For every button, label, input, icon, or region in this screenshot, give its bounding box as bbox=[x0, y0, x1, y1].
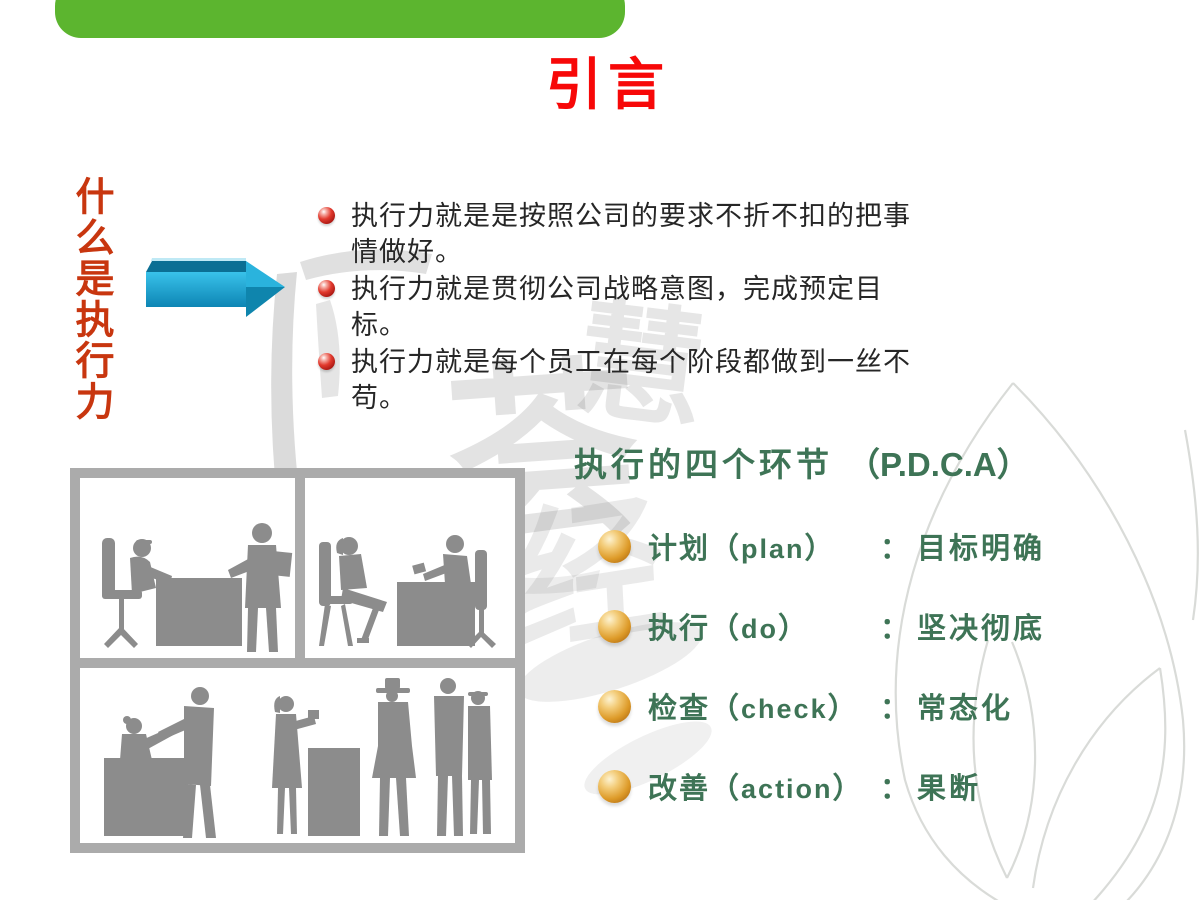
pdca-heading-cn: 执行的四个环节 bbox=[574, 448, 833, 484]
pdca-heading-en: P.D.C.A bbox=[880, 446, 997, 483]
definition-bullet-list: 执行力就是是按照公司的要求不折不扣的把事情做好。 执行力就是贯彻公司战略意图，完… bbox=[318, 198, 958, 417]
silhouette-scene-interview bbox=[319, 535, 496, 648]
section-heading-vertical: 什么是执行力 bbox=[69, 176, 113, 422]
pdca-item-colon: ： bbox=[880, 773, 912, 805]
pdca-item-label: 检查（check） bbox=[648, 693, 859, 725]
right-arrow-icon bbox=[146, 258, 285, 317]
photo-panel-lobby bbox=[80, 668, 515, 843]
bullet-item: 执行力就是每个员工在每个阶段都做到一丝不苟。 bbox=[318, 344, 958, 416]
pdca-heading: 执行的四个环节 （P.D.C.A） bbox=[574, 438, 1030, 486]
pdca-item-desc: 目标明确 bbox=[917, 533, 1046, 565]
pdca-item-label: 计划（plan） bbox=[648, 533, 836, 565]
pdca-item-desc: 常态化 bbox=[917, 693, 1014, 725]
pdca-item-colon: ： bbox=[880, 533, 912, 565]
bullet-text: 执行力就是每个员工在每个阶段都做到一丝不苟。 bbox=[351, 347, 911, 413]
photo-panel-meeting bbox=[80, 478, 295, 658]
bullet-text: 执行力就是贯彻公司战略意图，完成预定目标。 bbox=[351, 274, 883, 340]
page-title: 引言 bbox=[546, 55, 670, 117]
pdca-item-label: 执行（do） bbox=[648, 613, 810, 645]
pdca-list: 计划（plan） ： 目标明确 执行（do） ： 坚决彻底 检查（check） … bbox=[598, 506, 1045, 826]
gold-sphere-bullet-icon bbox=[598, 769, 631, 803]
gold-sphere-bullet-icon bbox=[598, 689, 631, 723]
paren-open: （ bbox=[847, 448, 880, 484]
bullet-item: 执行力就是是按照公司的要求不折不扣的把事情做好。 bbox=[318, 198, 958, 270]
photo-panel-interview bbox=[305, 478, 515, 658]
pdca-item-desc: 坚决彻底 bbox=[917, 613, 1046, 645]
bullet-item: 执行力就是贯彻公司战略意图，完成预定目标。 bbox=[318, 271, 958, 343]
pdca-item-action: 改善（action） ： 果断 bbox=[598, 746, 1045, 826]
gold-sphere-bullet-icon bbox=[598, 529, 631, 563]
red-sphere-bullet-icon bbox=[318, 280, 335, 297]
gold-sphere-bullet-icon bbox=[598, 609, 631, 643]
pdca-heading-paren: （P.D.C.A） bbox=[847, 446, 1030, 484]
top-green-bar bbox=[55, 0, 625, 38]
pdca-item-do: 执行（do） ： 坚决彻底 bbox=[598, 586, 1045, 666]
paren-close: ） bbox=[996, 448, 1030, 484]
pdca-item-desc: 果断 bbox=[917, 773, 982, 805]
red-sphere-bullet-icon bbox=[318, 207, 335, 224]
pdca-item-colon: ： bbox=[880, 693, 912, 725]
pdca-item-check: 检查（check） ： 常态化 bbox=[598, 666, 1045, 746]
office-silhouette-image bbox=[70, 468, 525, 853]
pdca-item-colon: ： bbox=[880, 613, 912, 645]
pdca-item-label: 改善（action） bbox=[648, 773, 864, 805]
silhouette-scene-desk-meeting bbox=[102, 523, 293, 652]
pdca-item-plan: 计划（plan） ： 目标明确 bbox=[598, 506, 1045, 586]
bullet-text: 执行力就是是按照公司的要求不折不扣的把事情做好。 bbox=[351, 201, 911, 267]
red-sphere-bullet-icon bbox=[318, 353, 335, 370]
silhouette-scene-lobby bbox=[104, 678, 492, 838]
